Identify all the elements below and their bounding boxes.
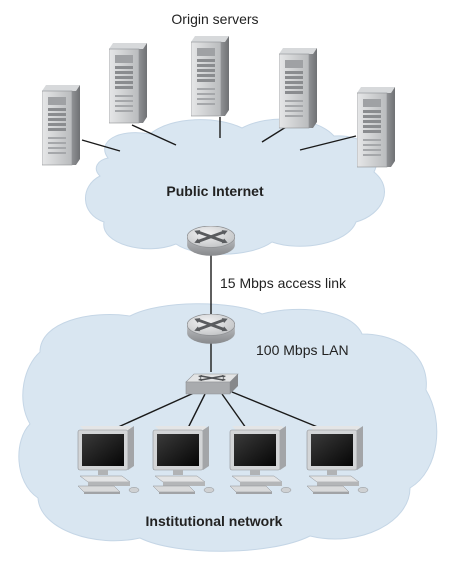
- server-tower-icon: [357, 87, 395, 168]
- public-internet-label: Public Internet: [166, 183, 264, 199]
- server-tower-icon: [42, 85, 80, 166]
- lan-label: 100 Mbps LAN: [256, 342, 349, 358]
- lan-link-3: [221, 393, 247, 429]
- institutional-network-label: Institutional network: [146, 513, 283, 529]
- origin-servers-label: Origin servers: [171, 11, 258, 27]
- server-link-1: [81, 139, 121, 152]
- server-tower-icon: [109, 43, 147, 124]
- server-link-5: [299, 135, 357, 151]
- router-icon: [187, 314, 235, 345]
- lan-link-4: [231, 391, 321, 429]
- lan-link-1: [115, 391, 197, 429]
- server-tower-icon: [279, 48, 317, 129]
- server-link-2: [131, 124, 177, 146]
- router-icon: [187, 226, 235, 257]
- switch-icon: [185, 373, 239, 395]
- server-tower-icon: [191, 36, 229, 117]
- lan-link-2: [187, 393, 206, 429]
- public-internet-cloud: [85, 118, 385, 255]
- lan-links: [115, 391, 321, 429]
- access-link-label: 15 Mbps access link: [220, 275, 347, 291]
